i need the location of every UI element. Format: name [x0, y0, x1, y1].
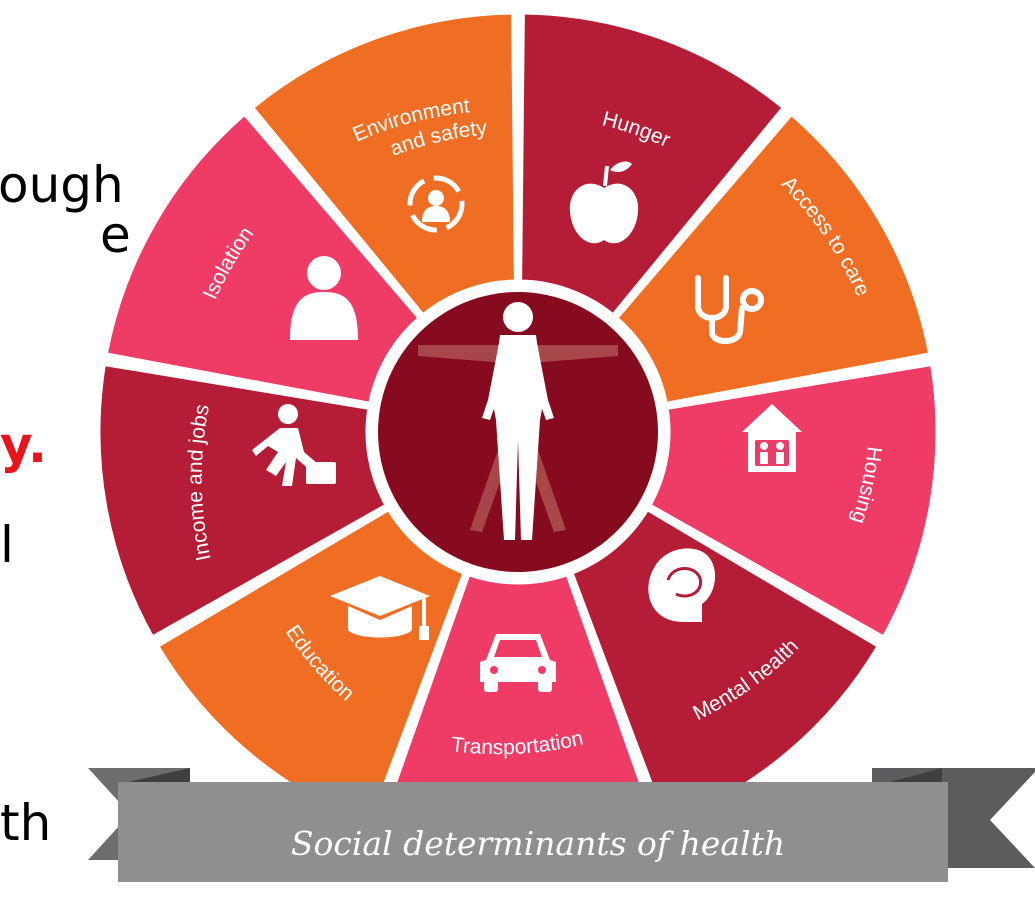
wheel-segment	[247, 9, 519, 320]
ribbon-fold-right	[890, 768, 942, 782]
text-fragment: e	[100, 206, 131, 264]
text-fragment: ough	[0, 156, 124, 214]
ribbon-banner	[88, 768, 1035, 882]
house-family-icon	[742, 404, 802, 472]
apple-icon	[569, 161, 639, 244]
car-icon	[480, 634, 556, 692]
people-cycle-icon	[407, 175, 465, 233]
graduation-cap-icon	[330, 576, 430, 640]
wheel-segment	[645, 360, 941, 642]
text-fragment: l	[0, 516, 14, 574]
ribbon-front	[118, 782, 948, 882]
ribbon-fold-left	[128, 768, 190, 782]
stethoscope-icon	[695, 275, 764, 344]
human-body-icon	[418, 302, 618, 540]
banner-title: Social determinants of health	[290, 824, 786, 863]
highlight-text-fragment: y.	[0, 416, 47, 474]
wheel-segment	[612, 109, 934, 408]
wheel-segment	[95, 360, 391, 642]
person-icon	[290, 256, 358, 340]
brain-head-icon	[648, 548, 716, 622]
text-fragment: th	[0, 794, 52, 852]
businessman-briefcase-icon	[252, 404, 336, 486]
